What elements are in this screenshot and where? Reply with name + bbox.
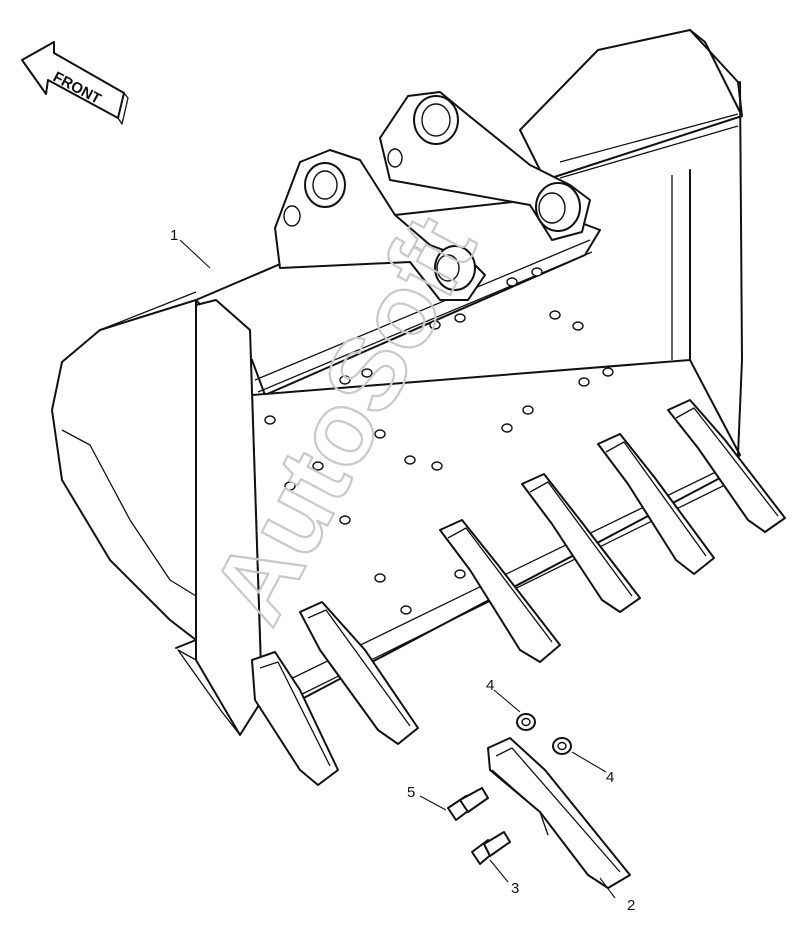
tooth	[251, 651, 339, 786]
bolt-lower	[471, 831, 511, 865]
callout-4-upper: 4	[486, 677, 494, 694]
nut-upper	[516, 713, 536, 731]
callout-3: 3	[511, 880, 519, 897]
mount-brackets	[274, 91, 591, 301]
floor-bolt-holes	[264, 267, 614, 615]
tooth	[597, 433, 715, 575]
bucket-teeth	[251, 399, 786, 786]
bucket	[51, 29, 743, 736]
tooth	[439, 519, 561, 663]
nut-right	[552, 737, 572, 755]
leader-lines	[179, 239, 616, 899]
callout-1: 1	[170, 227, 178, 244]
exploded-tooth	[487, 737, 631, 889]
tooth	[521, 473, 641, 613]
tooth	[667, 399, 786, 533]
front-arrow: FRONT	[21, 41, 129, 125]
callout-2: 2	[627, 897, 635, 914]
bolt-upper	[447, 787, 489, 821]
callout-5: 5	[407, 784, 415, 801]
callout-4-right: 4	[606, 769, 614, 786]
tooth	[299, 601, 419, 745]
